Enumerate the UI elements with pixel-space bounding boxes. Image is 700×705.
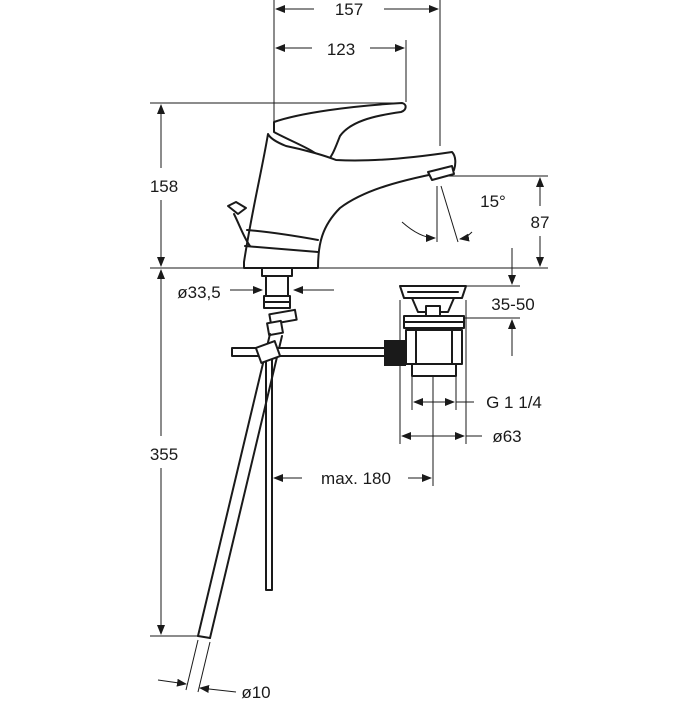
dimension-height-spout: 87 xyxy=(448,175,550,267)
linkage-knob xyxy=(384,340,406,366)
label-waste-diameter: ø63 xyxy=(492,427,521,446)
dimension-rod-max: max. 180 xyxy=(273,376,434,488)
plug-stem xyxy=(425,305,441,317)
dimension-hose-diameter: ø10 xyxy=(157,639,271,702)
fixing-nut xyxy=(268,308,298,326)
label-thread: G 1 1/4 xyxy=(486,393,542,412)
dimension-height-tap: 158 xyxy=(150,102,548,269)
label-width-total: 157 xyxy=(335,0,363,19)
label-rod-max: max. 180 xyxy=(321,469,391,488)
label-hose-diameter: ø10 xyxy=(241,683,270,700)
shank-top xyxy=(261,267,293,277)
waste-body xyxy=(405,329,463,365)
dimension-width-spout: 123 xyxy=(275,40,407,102)
popup-rod xyxy=(231,340,406,591)
waste-fitting xyxy=(399,285,467,377)
label-diameter-base: ø33,5 xyxy=(177,283,220,302)
dimension-waste-range: 35-50 xyxy=(464,248,535,356)
waste-tail xyxy=(411,363,457,377)
aerator xyxy=(427,165,455,181)
label-waste-range: 35-50 xyxy=(491,295,534,314)
label-height-spout: 87 xyxy=(531,213,550,232)
label-width-spout: 123 xyxy=(327,40,355,59)
dimension-hose-length: 355 xyxy=(150,269,200,637)
flex-hose xyxy=(197,333,283,639)
dimension-diameter-base: ø33,5 xyxy=(177,283,334,302)
label-height-tap: 158 xyxy=(150,177,178,196)
faucet xyxy=(227,102,457,337)
label-angle: 15° xyxy=(480,192,506,211)
popup-knob xyxy=(227,201,251,247)
dimension-waste-diameter: ø63 xyxy=(399,300,522,446)
dimension-angle: 15° xyxy=(401,185,506,243)
label-hose-length: 355 xyxy=(150,445,178,464)
body-band xyxy=(246,229,319,241)
dimension-thread: G 1 1/4 xyxy=(411,376,542,412)
